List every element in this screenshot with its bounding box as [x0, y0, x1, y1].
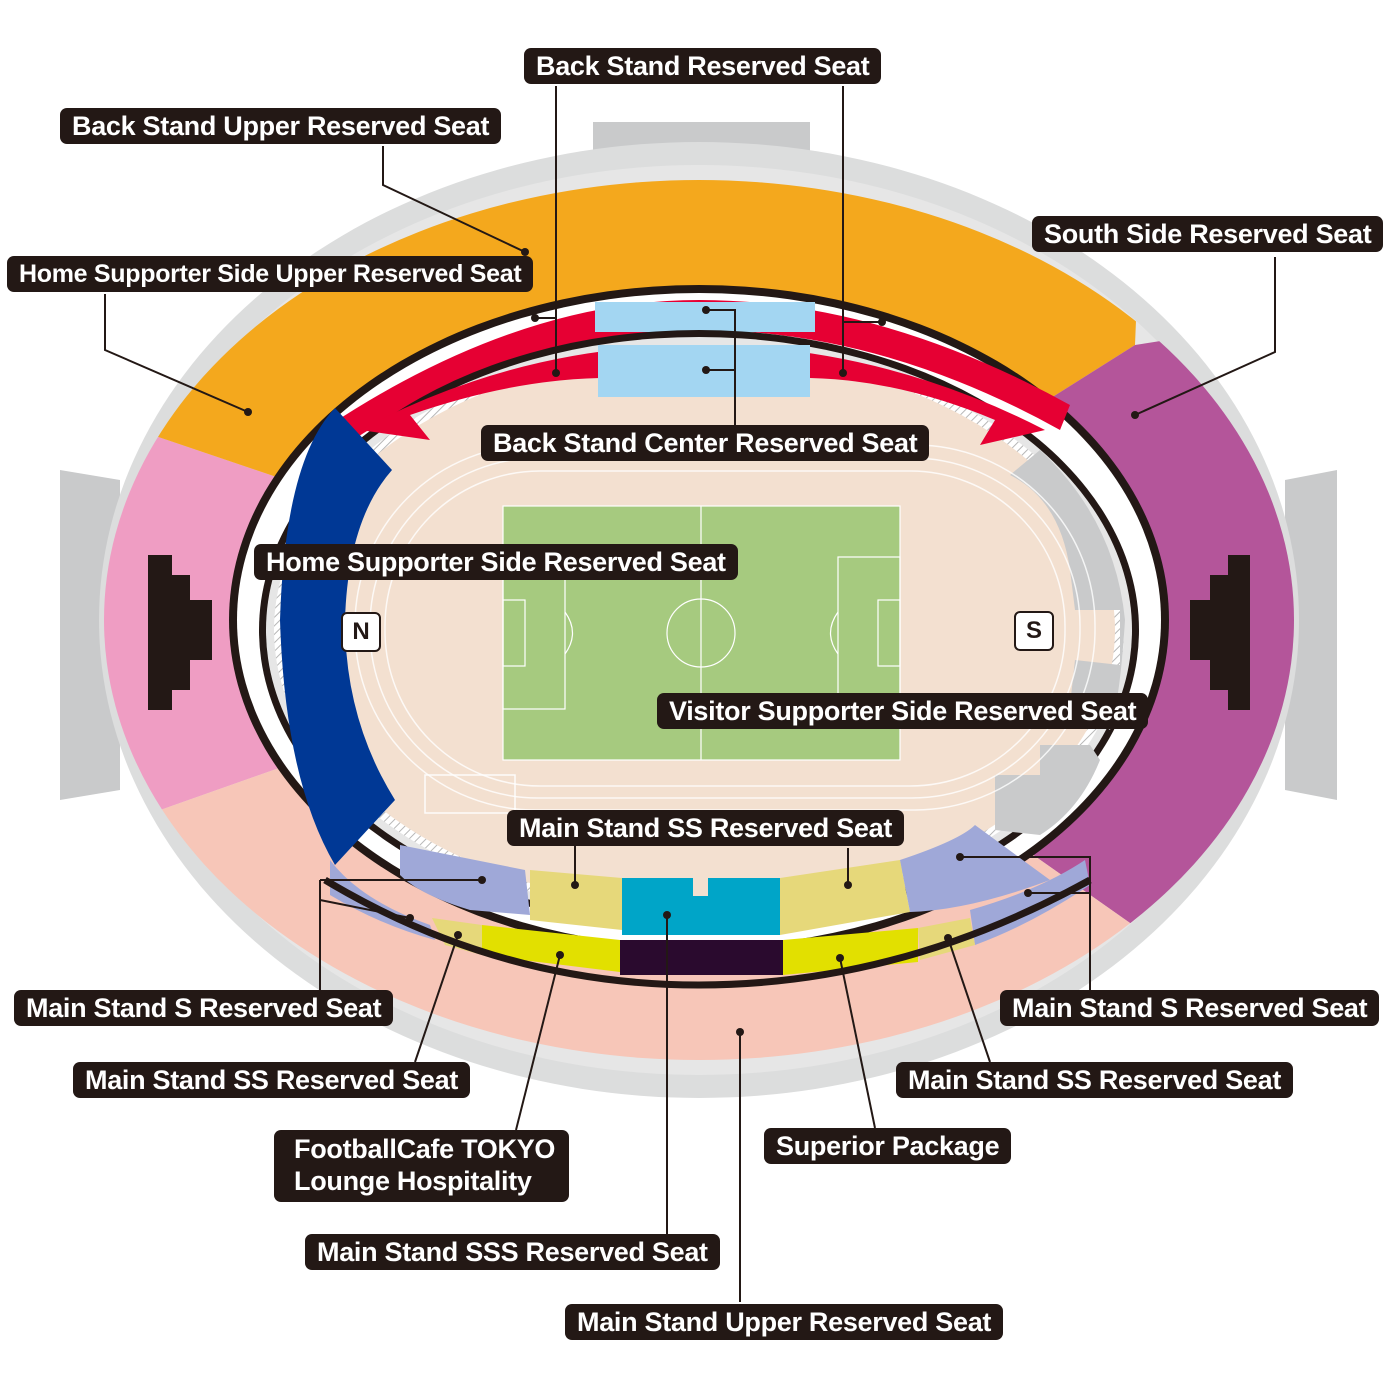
main-ss-left-inner: [530, 870, 622, 930]
label-home-supporter-side: Home Supporter Side Reserved Seat: [254, 544, 738, 580]
label-back-stand-upper: Back Stand Upper Reserved Seat: [60, 108, 502, 144]
label-back-stand-center: Back Stand Center Reserved Seat: [481, 425, 930, 461]
main-sss-sector: [622, 878, 780, 935]
label-south-side: South Side Reserved Seat: [1032, 216, 1384, 252]
visitor-lower-block: [995, 745, 1100, 835]
label-main-stand-s-right: Main Stand S Reserved Seat: [1000, 990, 1380, 1026]
west-stairs: [148, 555, 212, 710]
lounge-hospitality-sector: [482, 925, 620, 972]
label-football-cafe: FootballCafe TOKYO Lounge Hospitality: [274, 1130, 570, 1202]
back-reserved-upper-band: [330, 300, 1070, 445]
main-s-right-inner: [900, 825, 1050, 912]
label-main-stand-ss-right: Main Stand SS Reserved Seat: [896, 1062, 1294, 1098]
west-roof-block: [60, 470, 120, 800]
label-main-stand-upper: Main Stand Upper Reserved Seat: [565, 1304, 1004, 1340]
main-ss-right-inner: [780, 860, 910, 935]
home-supporter-sector: [280, 408, 395, 865]
label-main-stand-ss-left: Main Stand SS Reserved Seat: [73, 1062, 471, 1098]
north-marker: N: [341, 612, 381, 652]
label-main-stand-s-left: Main Stand S Reserved Seat: [14, 990, 394, 1026]
label-main-stand-sss: Main Stand SSS Reserved Seat: [305, 1234, 720, 1270]
back-center-upper-band: [595, 302, 815, 332]
east-roof-block: [1285, 470, 1337, 800]
label-home-supporter-upper: Home Supporter Side Upper Reserved Seat: [7, 256, 534, 292]
leader-lines: [104, 86, 1276, 1302]
lounge-dark-sector: [620, 940, 783, 975]
label-visitor-supporter-side: Visitor Supporter Side Reserved Seat: [657, 693, 1149, 729]
label-main-stand-ss-top: Main Stand SS Reserved Seat: [507, 810, 905, 846]
label-superior-package: Superior Package: [764, 1128, 1012, 1164]
south-marker: S: [1014, 611, 1054, 651]
label-back-stand-reserved: Back Stand Reserved Seat: [524, 48, 882, 84]
east-stairs: [1190, 555, 1250, 710]
leader-dots: [244, 248, 1139, 1036]
